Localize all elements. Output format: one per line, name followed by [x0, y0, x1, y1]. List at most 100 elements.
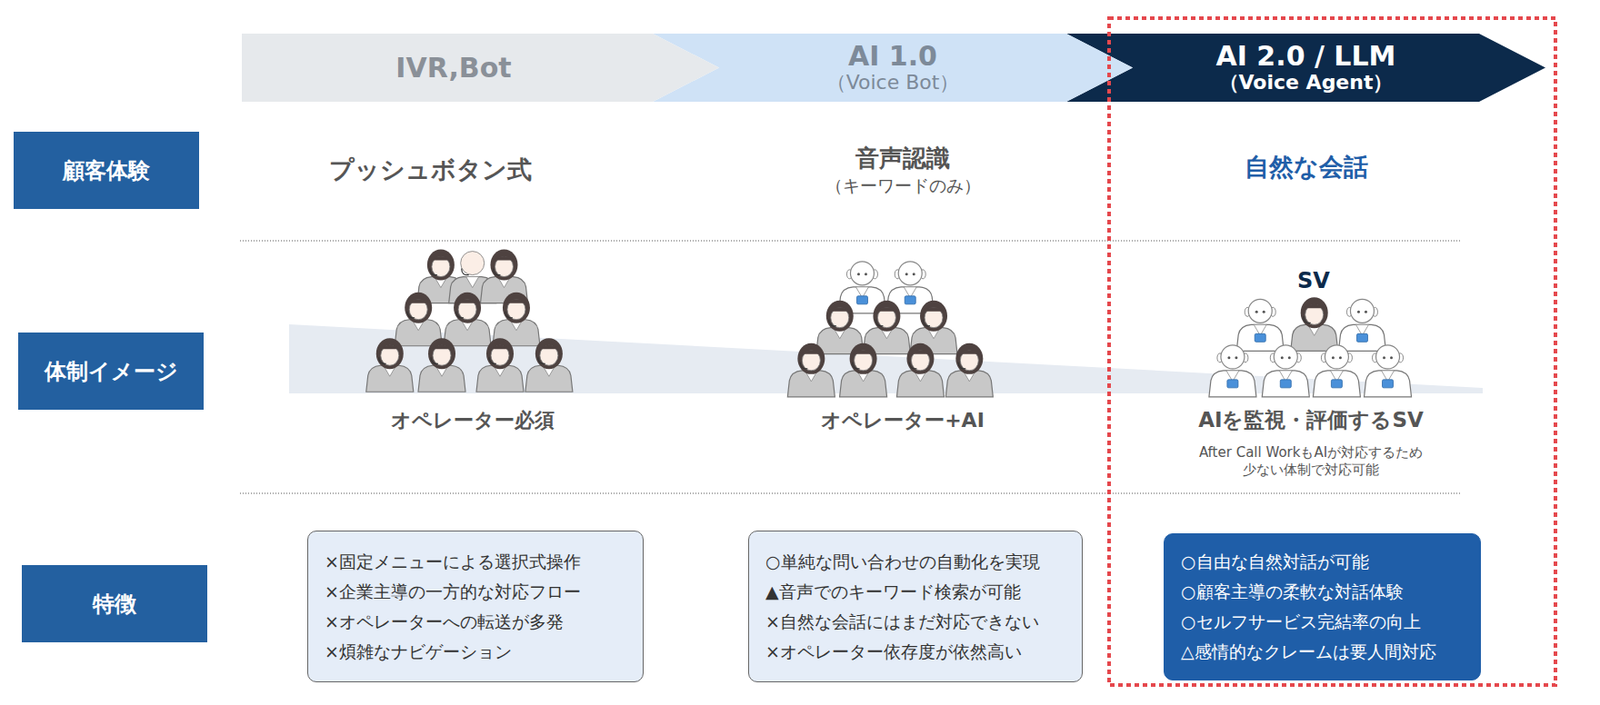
- robot-eye: [912, 272, 916, 276]
- robot-head: [1376, 345, 1400, 370]
- figure-body: [945, 370, 993, 398]
- headset-mic: [492, 269, 500, 276]
- headset-mic: [800, 362, 808, 370]
- figure-body: [418, 365, 466, 392]
- figure-face: [960, 350, 979, 371]
- ai-figure: [1338, 299, 1386, 351]
- headset-mic: [461, 269, 470, 276]
- robot-head: [1248, 299, 1272, 323]
- phase-subtitle: （Voice Bot）: [826, 70, 960, 95]
- figure-hair: [955, 343, 983, 375]
- sv-tag: SV: [1297, 267, 1330, 295]
- robot-eye: [1390, 356, 1393, 360]
- figure-hair: [486, 338, 514, 370]
- figure-hair: [797, 343, 825, 375]
- figure-hair: [376, 338, 404, 370]
- figure-face: [494, 257, 513, 278]
- operator-figure: [476, 338, 524, 392]
- figure-fringe: [923, 307, 944, 312]
- figure-hair: [1300, 297, 1329, 329]
- ai-figure: [1236, 299, 1284, 351]
- figure-face: [507, 300, 526, 320]
- headset-mic: [852, 362, 860, 370]
- phase-chevron: AI 2.0 / LLM（Voice Agent）: [1066, 33, 1546, 102]
- row-header: 特徴: [21, 565, 208, 643]
- headset-mic: [407, 311, 415, 319]
- experience-text: 音声認識: [855, 143, 950, 174]
- figure-hair: [427, 250, 455, 281]
- robot-eye: [1227, 356, 1230, 360]
- staff-figures: [366, 250, 1412, 398]
- figure-hair: [502, 292, 530, 324]
- operator-figure: [787, 343, 835, 398]
- figure-fringe: [430, 256, 451, 261]
- robot-eye: [1280, 356, 1284, 360]
- robot-head: [1350, 299, 1374, 323]
- operator-figure: [896, 343, 944, 398]
- headset-mic: [922, 320, 930, 327]
- figure-fringe: [830, 307, 850, 312]
- staff-caption: オペレーター必須: [390, 408, 555, 434]
- figure-body: [1364, 370, 1412, 398]
- figure-face: [854, 350, 873, 371]
- figure-body: [476, 365, 524, 392]
- headset-mic: [875, 320, 883, 327]
- figure-body: [1261, 370, 1310, 398]
- headset-mic: [1303, 316, 1311, 323]
- headset-mic: [430, 269, 438, 276]
- figure-face: [801, 350, 820, 371]
- figure-hair: [404, 292, 432, 324]
- figure-face: [924, 308, 943, 329]
- figure-fringe: [457, 299, 478, 304]
- headset-mic: [958, 362, 966, 370]
- operator-figure: [1290, 297, 1339, 351]
- operator-figure: [366, 338, 414, 392]
- figure-badge: [1382, 380, 1394, 389]
- figure-hair: [850, 343, 878, 375]
- figure-fringe: [959, 350, 980, 355]
- headset-mic: [505, 311, 513, 319]
- figure-face: [409, 300, 428, 320]
- robot-eye: [1357, 310, 1360, 314]
- feature-item: ○セルフサービス完結率の向上: [1180, 607, 1464, 638]
- feature-item: ×企業主導の一方的な対応フロー: [324, 577, 627, 608]
- feature-box: ×固定メニューによる選択式操作×企業主導の一方的な対応フロー×オペレーターへの転…: [307, 530, 644, 683]
- figure-fringe: [490, 345, 510, 350]
- row-title: 体制イメージ: [44, 358, 179, 386]
- operator-figure: [525, 338, 573, 392]
- chevron-fill: [1066, 33, 1546, 102]
- headset-mic: [538, 357, 546, 364]
- feature-box: ○単純な問い合わせの自動化を実現▲音声でのキーワード検索が可能×自然な会話にはま…: [748, 530, 1083, 683]
- figure-body: [1338, 324, 1386, 351]
- robot-head: [850, 261, 874, 286]
- figure-fringe: [539, 345, 560, 350]
- ai-figure: [1312, 345, 1360, 398]
- robot-eye: [864, 272, 868, 276]
- robot-eye: [905, 272, 909, 276]
- headset-mic: [909, 362, 917, 370]
- row-title: 顧客体験: [62, 157, 150, 185]
- ai-figure: [1209, 345, 1257, 398]
- figure-collar: [466, 277, 480, 289]
- robot-head: [1220, 345, 1245, 370]
- figure-body: [896, 370, 944, 398]
- figure-hair: [490, 250, 518, 281]
- robot-eye: [1364, 310, 1368, 314]
- figure-face: [877, 308, 896, 329]
- staff-caption: オペレーター+AI: [820, 408, 985, 434]
- figure-fringe: [431, 345, 452, 350]
- headset-mic: [430, 357, 439, 364]
- figure-hair: [826, 300, 854, 332]
- figure-body: [1209, 370, 1257, 398]
- feature-item: ▲音声でのキーワード検索が可能: [765, 577, 1066, 608]
- feature-item: ×煩雑なナビゲーション: [324, 637, 627, 668]
- phase-title: AI 1.0: [848, 41, 938, 71]
- figure-fringe: [493, 256, 514, 261]
- robot-eye: [1288, 356, 1291, 360]
- feature-item: ×自然な会話にはまだ対応できない: [765, 607, 1066, 638]
- headset-mic: [829, 320, 837, 327]
- phase-title: IVR,Bot: [395, 53, 511, 83]
- figure-fringe: [408, 299, 429, 304]
- figure-face: [540, 345, 559, 366]
